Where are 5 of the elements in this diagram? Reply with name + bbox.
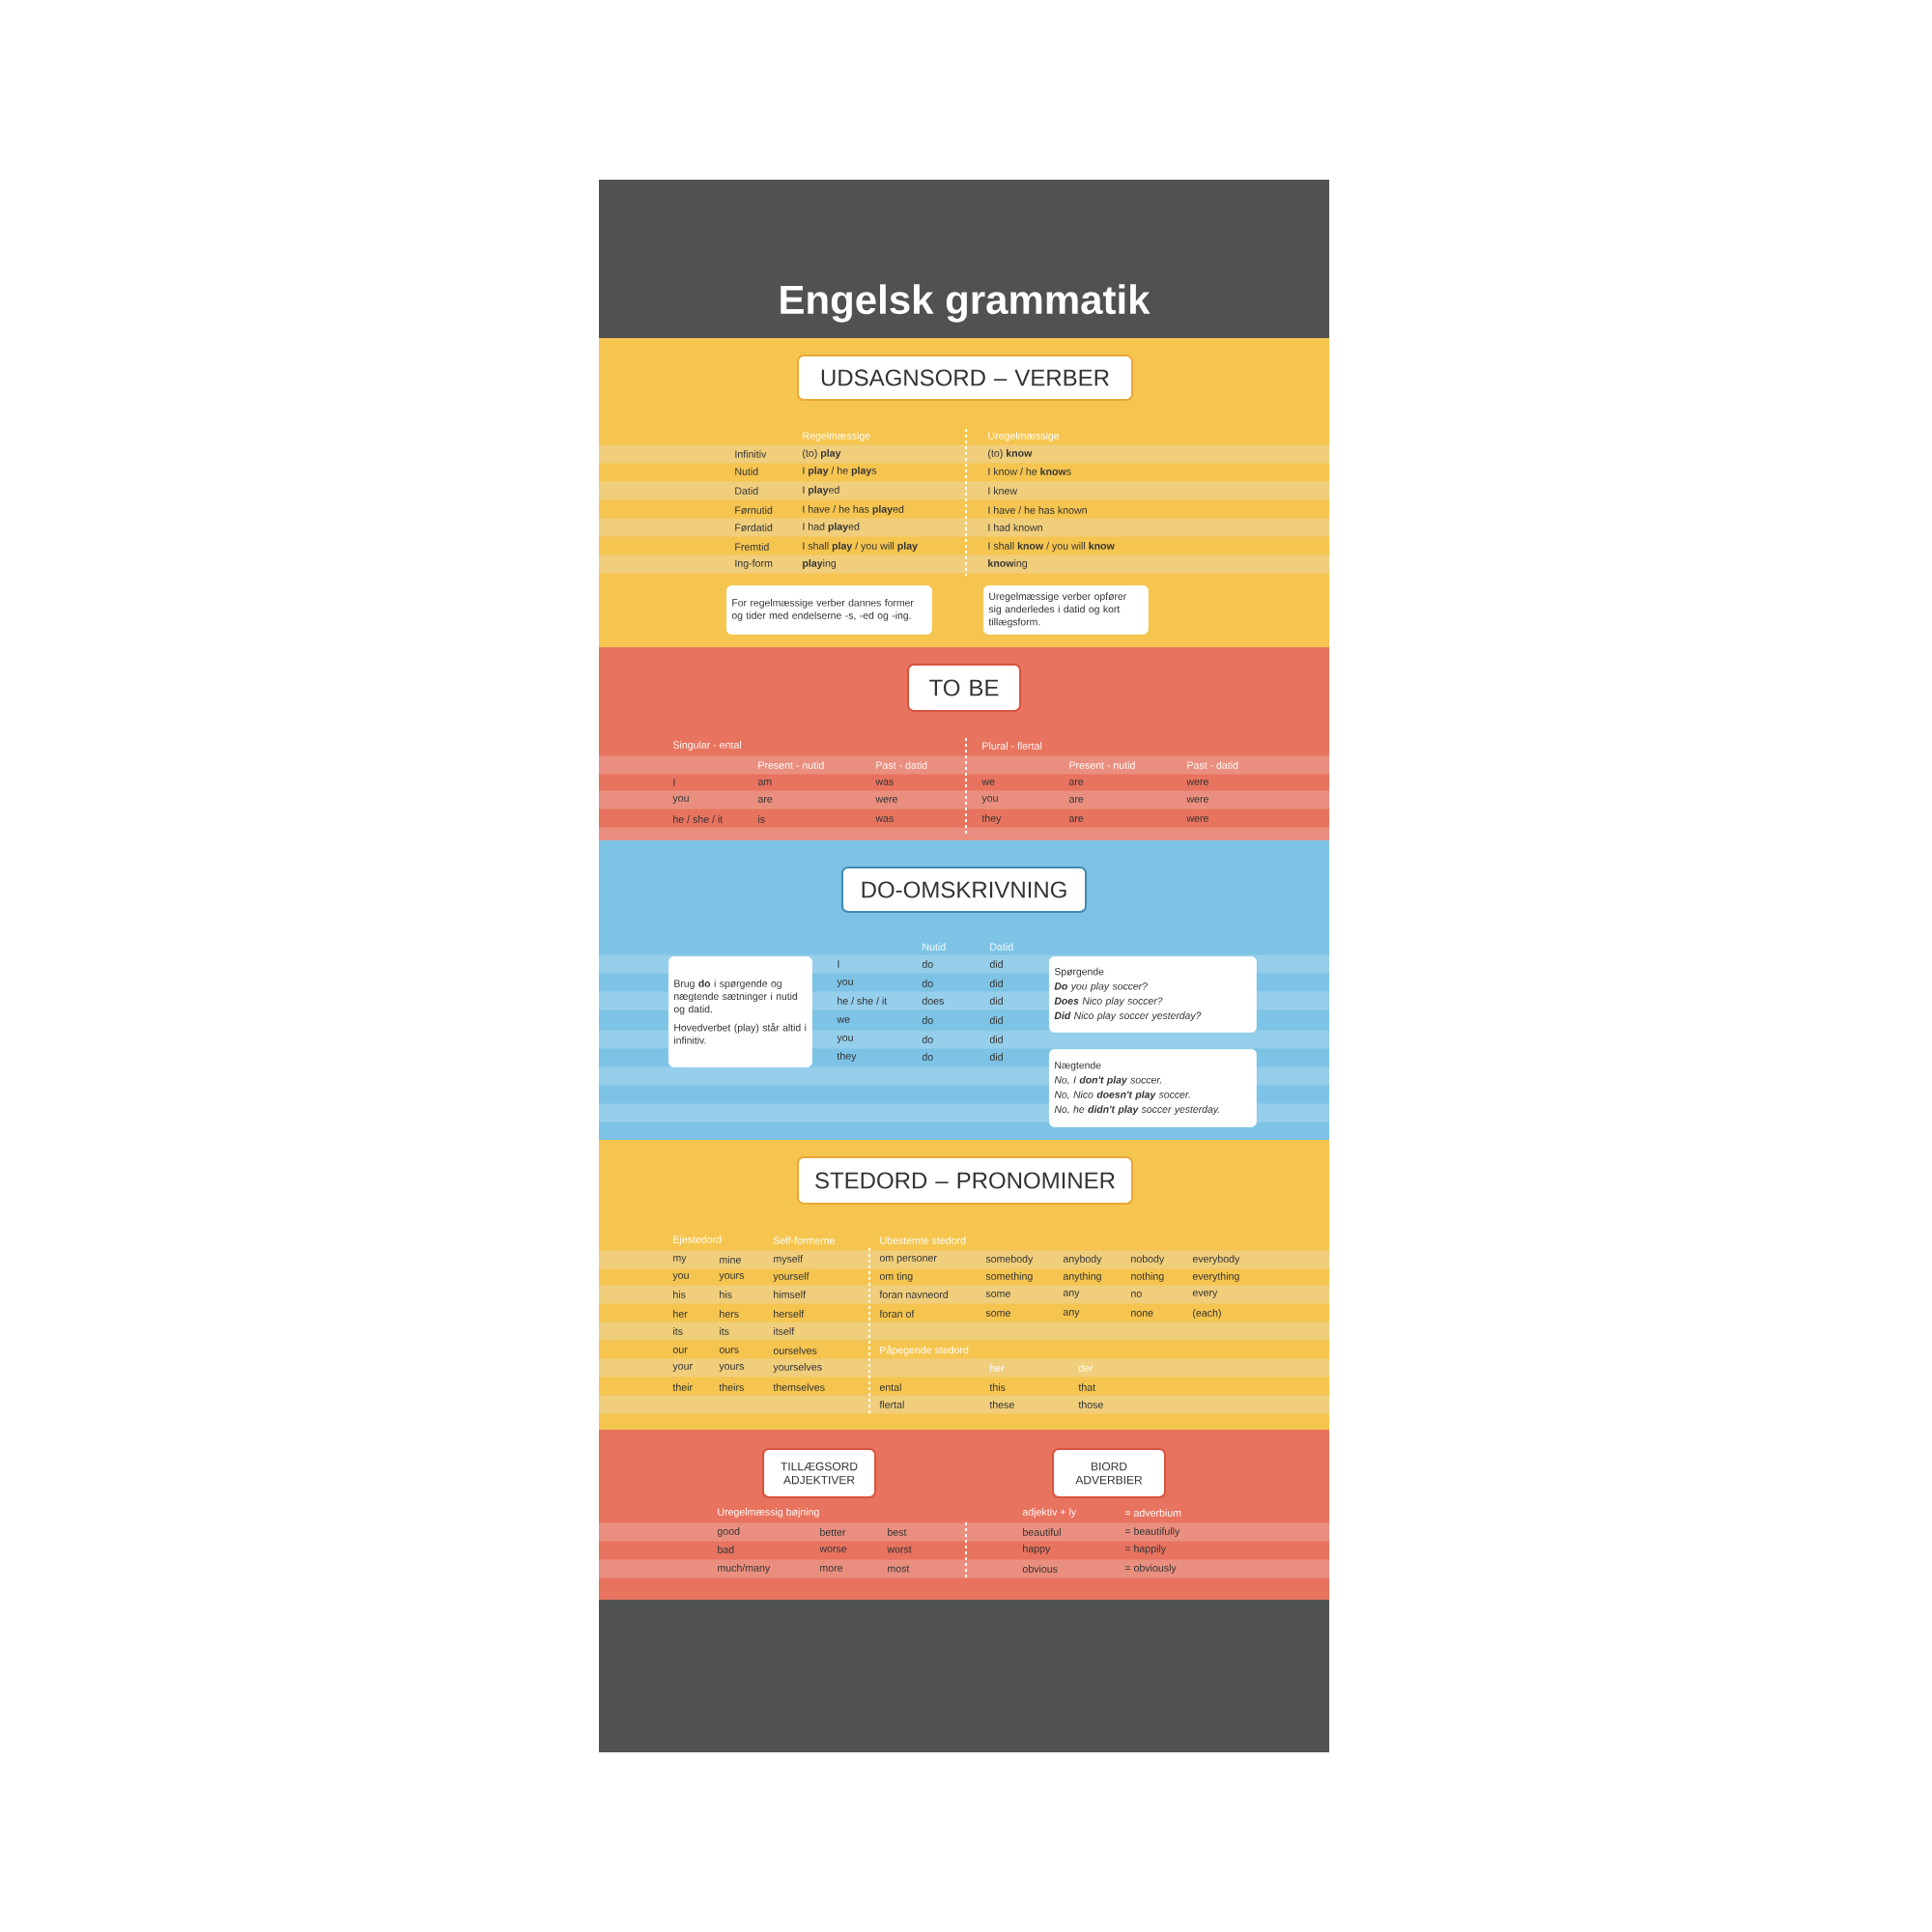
heading-box: DO-OMSKRIVNING	[841, 867, 1087, 913]
title: Engelsk grammatik	[781, 284, 1151, 323]
heading-box: UDSAGNSORD – VERBER	[797, 355, 1133, 401]
heading-box: STEDORD – PRONOMINER	[797, 1156, 1133, 1205]
heading-box: TO BE	[907, 664, 1021, 712]
